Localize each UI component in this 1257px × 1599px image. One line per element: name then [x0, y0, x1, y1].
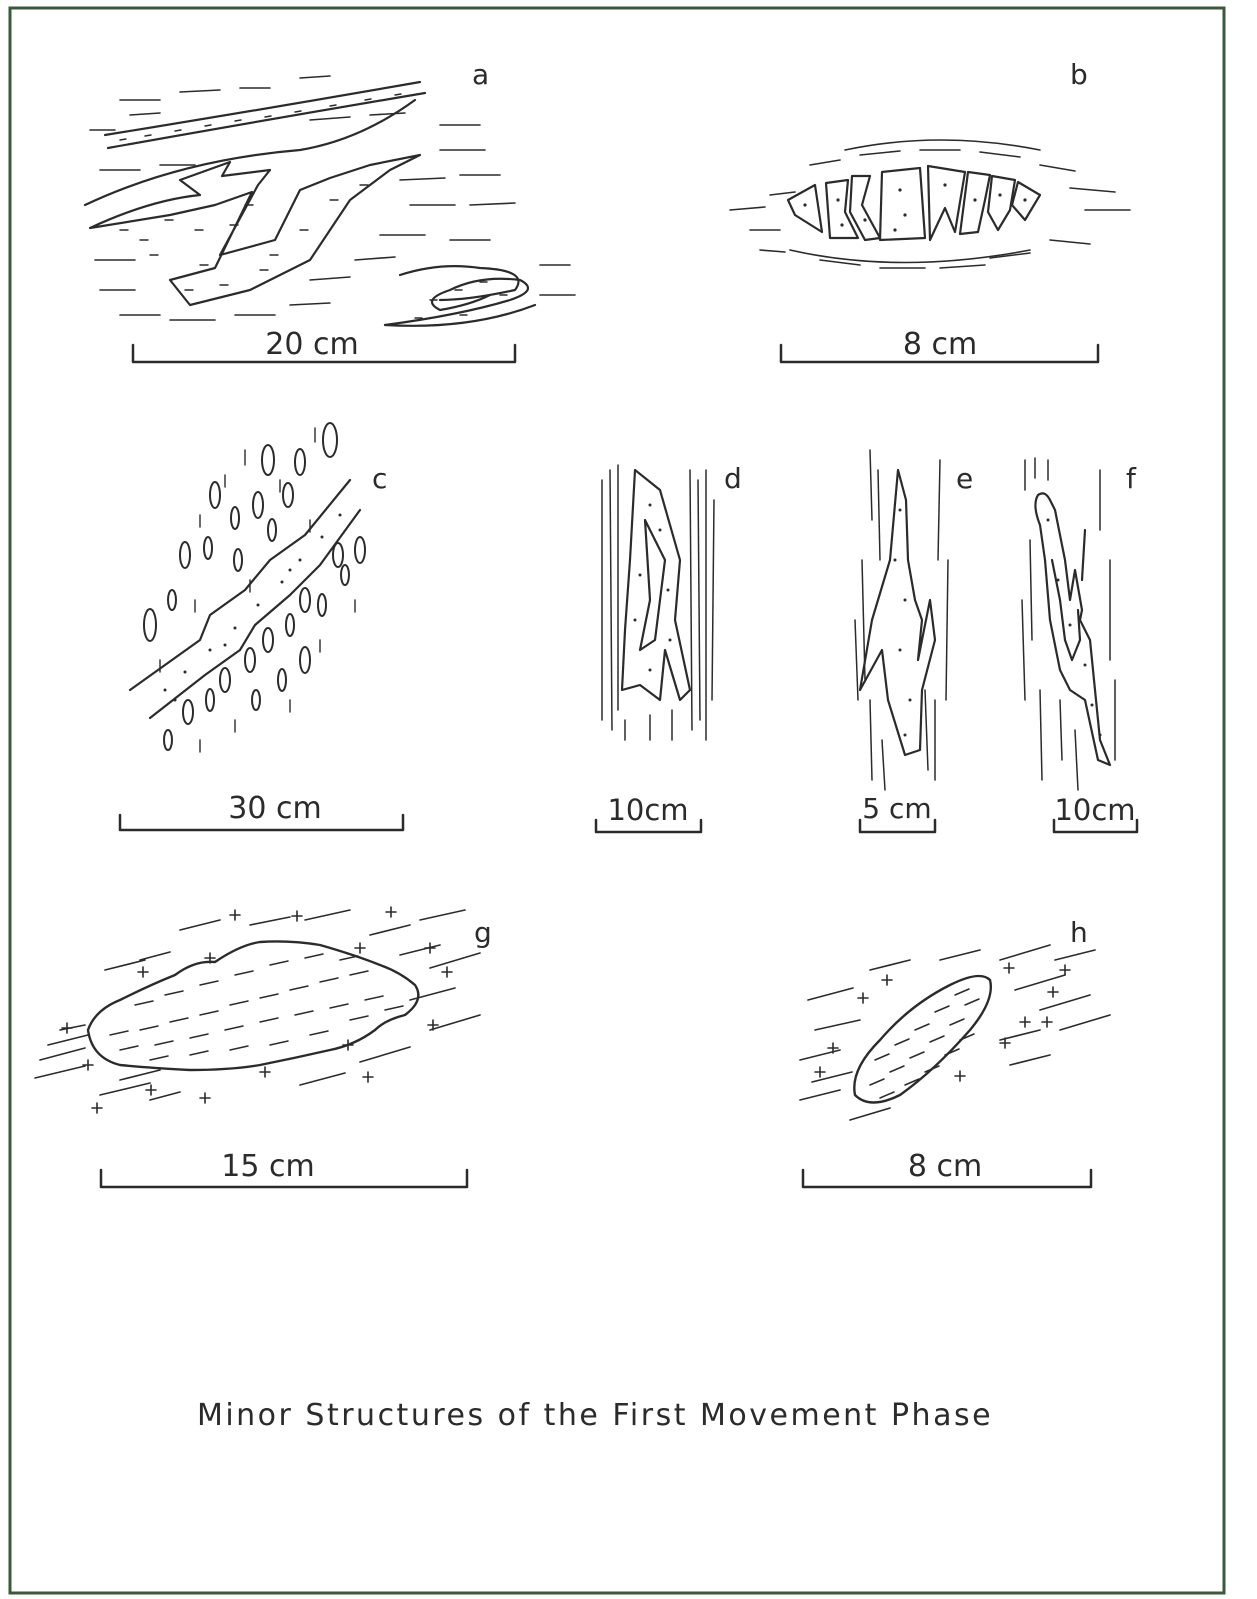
scale-label-f: 10cm — [1054, 793, 1135, 827]
panel-e-letter: e — [956, 462, 973, 495]
scale-label-e: 5 cm — [862, 792, 931, 825]
panel-c-layer-stipple — [164, 514, 342, 702]
panel-a-stipple — [120, 94, 507, 318]
panel-b-sketch — [788, 166, 1040, 240]
panel-h-foliation — [800, 945, 1110, 1120]
figure-title: Minor Structures of the First Movement P… — [197, 1398, 993, 1433]
scale-label-a: 20 cm — [265, 327, 358, 362]
panel-c-cleavage — [160, 428, 355, 752]
panel-e-cleavage — [855, 450, 948, 790]
panel-f-stipple — [1047, 519, 1102, 737]
panel-h-letter: h — [1070, 916, 1088, 949]
panel-a-letter: a — [472, 58, 489, 91]
scale-label-g: 15 cm — [221, 1149, 314, 1184]
panel-g-crosses — [62, 907, 452, 1113]
panel-f-sketch — [1035, 493, 1110, 765]
panel-a-sketch — [85, 82, 535, 326]
scale-label-b: 8 cm — [903, 327, 977, 362]
scale-label-h: 8 cm — [908, 1149, 982, 1184]
panel-g-foliation — [35, 910, 480, 1100]
panel-h-fabric — [870, 989, 979, 1098]
panel-b-letter: b — [1070, 58, 1088, 91]
panel-b-stipple — [803, 183, 1026, 231]
panel-g-fabric — [110, 954, 403, 1060]
scale-label-d: 10cm — [607, 793, 688, 827]
panel-d-letter: d — [724, 462, 742, 495]
panel-d-sketch — [622, 470, 690, 700]
panel-f-letter: f — [1126, 462, 1137, 495]
scale-label-c: 30 cm — [228, 791, 321, 826]
panel-c-letter: c — [372, 462, 387, 495]
panel-g-letter: g — [474, 916, 492, 949]
panel-a-foliation — [90, 76, 575, 320]
panel-g-sketch — [88, 941, 418, 1070]
panel-c-pebbles — [144, 423, 365, 750]
panel-e-stipple — [894, 509, 912, 737]
panel-d-stipple — [634, 504, 672, 672]
